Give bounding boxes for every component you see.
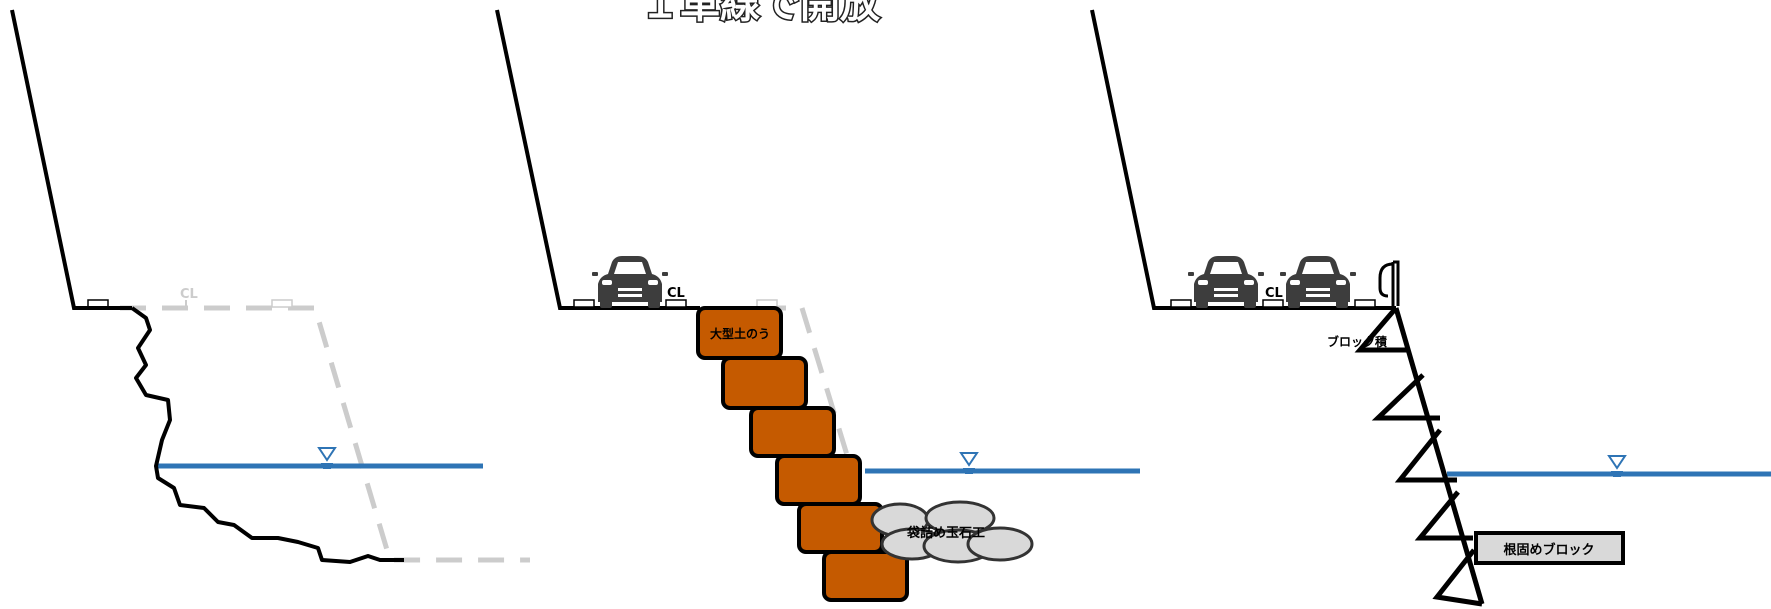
guardrail-icon [1378,260,1400,308]
road-marker [573,299,595,308]
car-icon [592,256,668,308]
footing-block-label: 根固めブロック [1503,542,1594,558]
footing-block [1474,531,1625,565]
panel-2-sandbag-repair: CL 大型土のう 袋詰め玉石工 [495,9,1140,602]
sandbag-block [775,454,862,506]
mountain-slope [10,9,132,310]
gabion-stones [870,500,1034,564]
centerline-label: CL [180,287,198,302]
panel-1-collapsed-road: CL [10,9,530,564]
diagram-title: １車線で開放 [640,0,880,27]
block-wall [1354,306,1485,607]
water-level-icon [960,452,978,474]
road-marker [1170,299,1192,308]
road-marker-ghost [756,299,778,308]
sandbag-block [721,356,808,410]
mountain-slope [495,9,700,310]
original-road-outline [120,305,530,563]
water-level-icon [1608,455,1626,477]
block-wall-label: ブロック積 [1327,334,1388,349]
mountain-slope [1090,9,1396,310]
sandbag-block [749,406,836,458]
car-icon [1188,256,1264,308]
road-marker-ghost [271,299,293,308]
collapse-scar-line [130,306,404,564]
road-marker [87,299,109,308]
road-marker [1262,299,1284,308]
sandbag-stack [696,306,909,602]
gabion-label: 袋詰め玉石工 [906,525,985,541]
road-marker [1354,299,1376,308]
panel-3-block-wall-repair: CL ブロック積 根固めブロック [1090,9,1771,607]
sandbag-block [797,502,884,554]
car-icon [1280,256,1356,308]
sandbag-block [822,550,909,602]
water-level-icon [318,447,336,469]
centerline-label: CL [1265,286,1283,301]
centerline-label: CL [667,286,685,301]
sandbag-label: 大型土のう [710,326,770,341]
road-marker [665,299,687,308]
